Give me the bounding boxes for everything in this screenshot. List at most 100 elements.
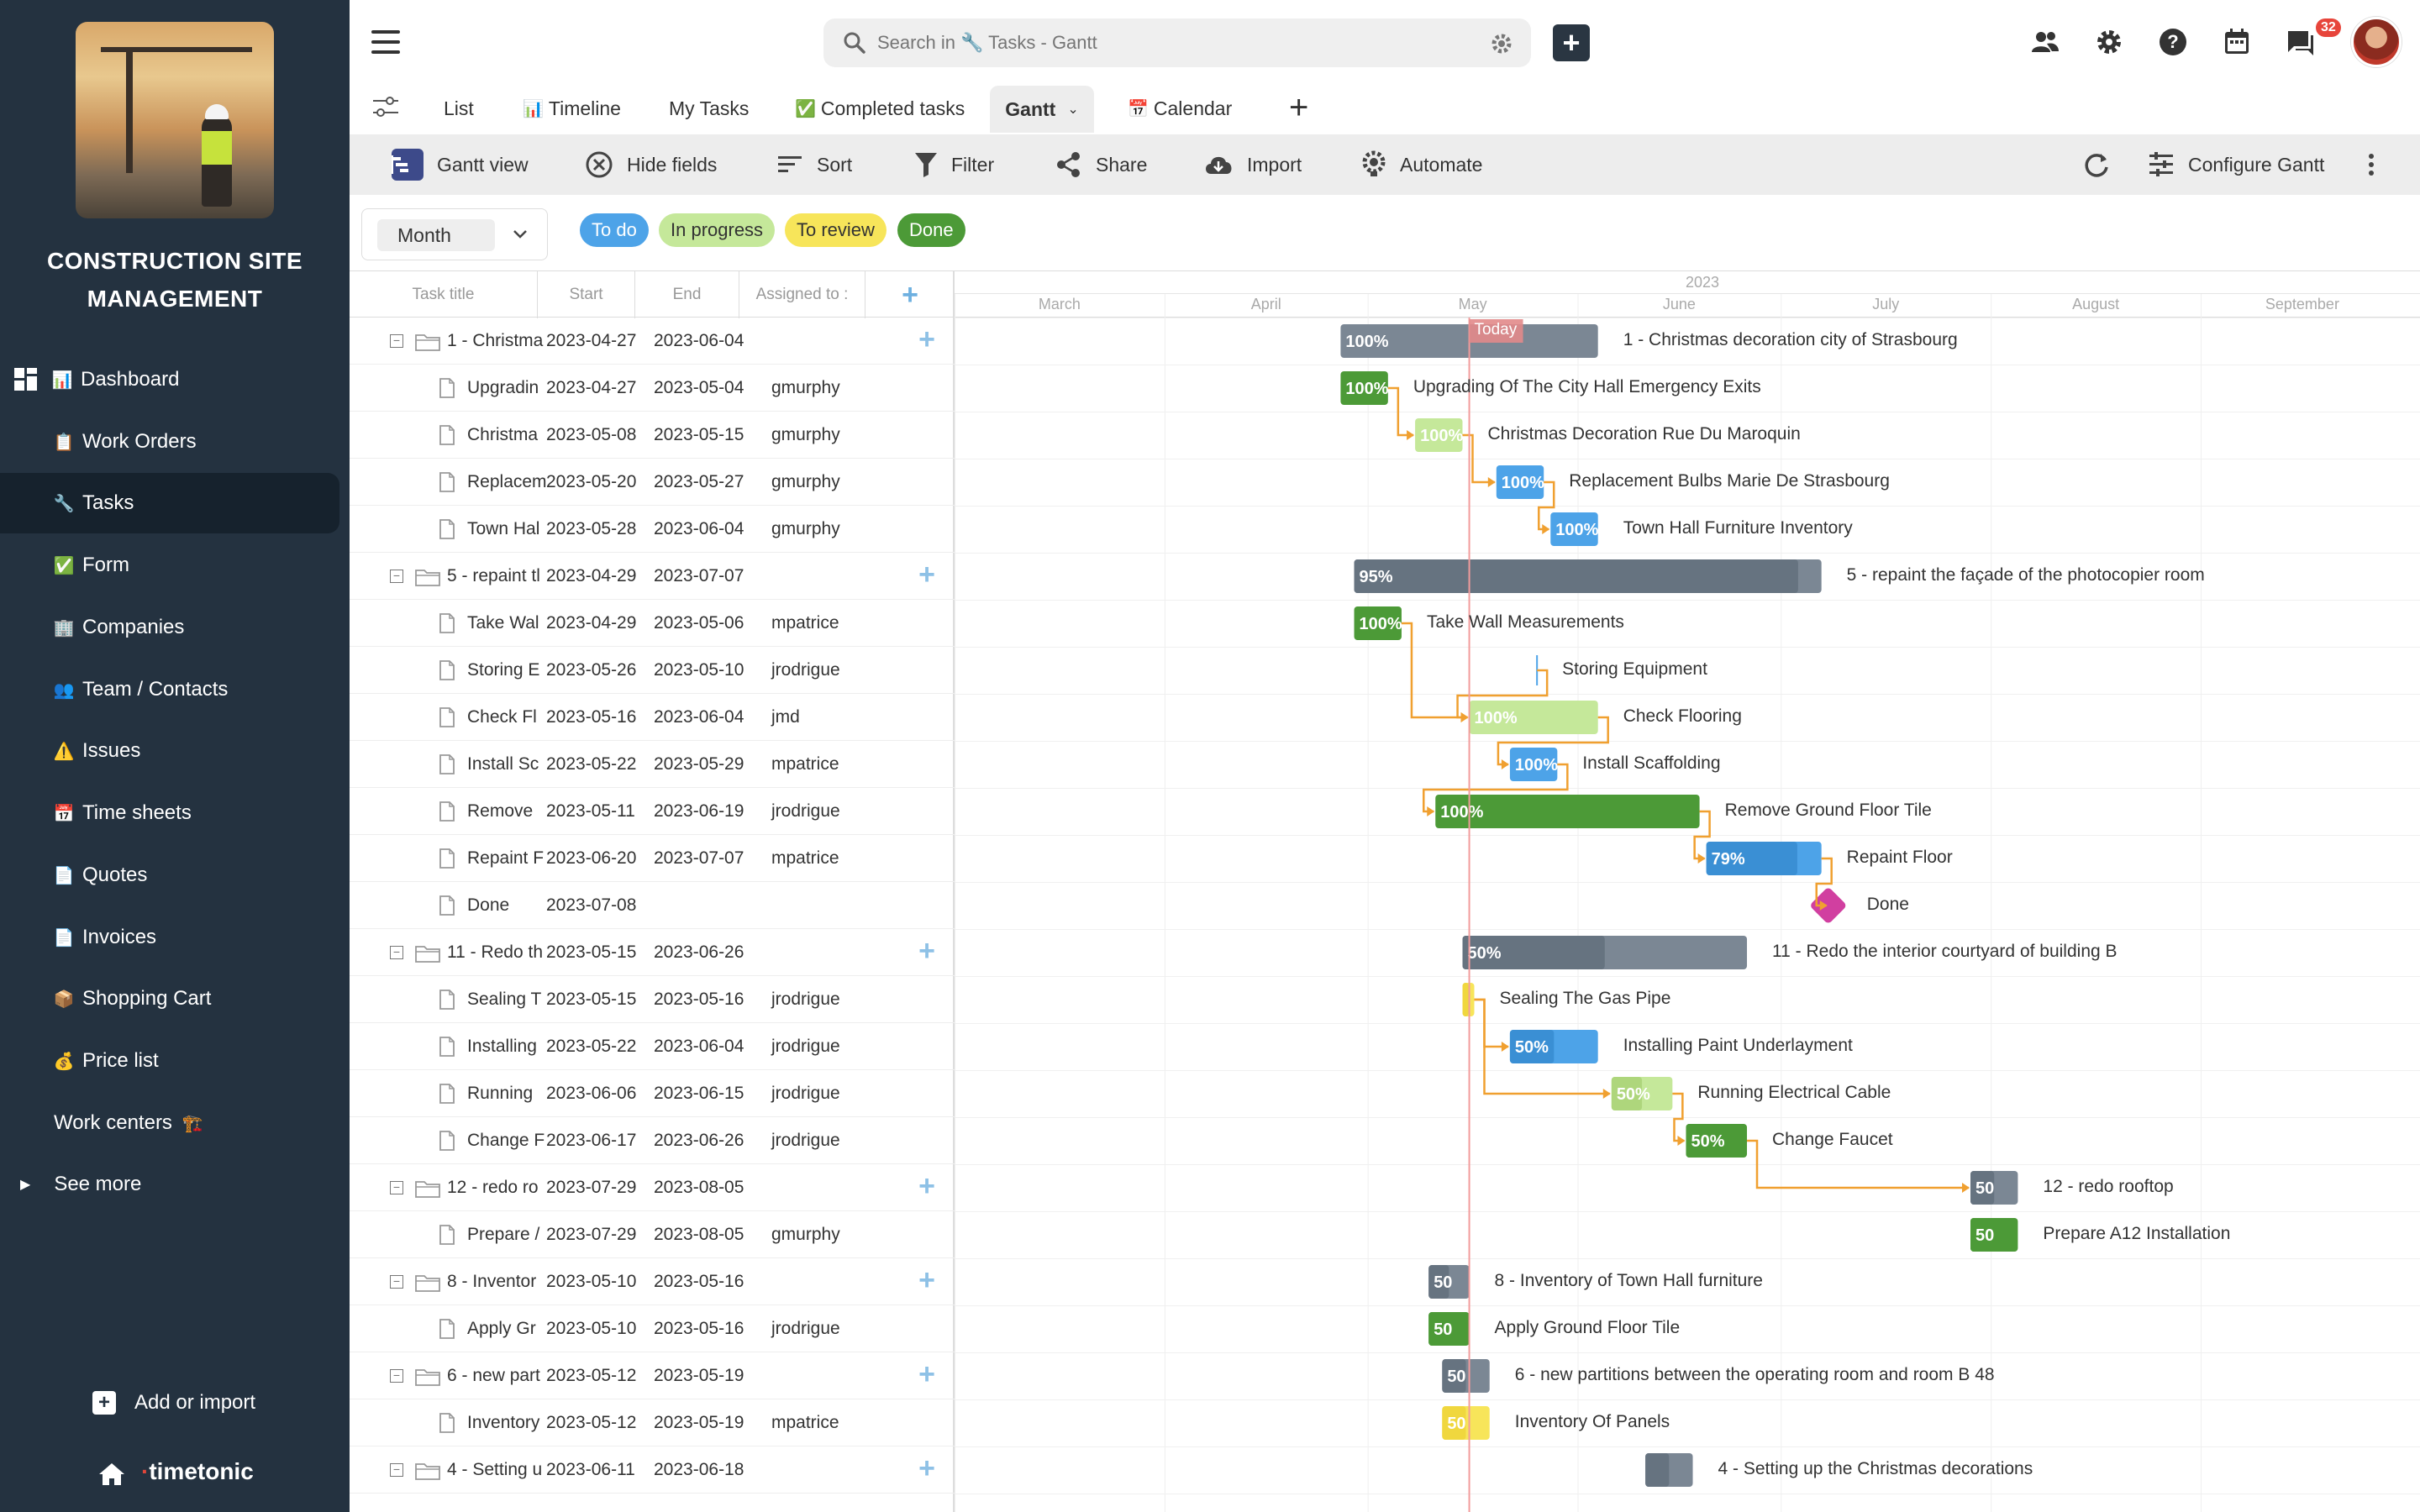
bar-name-label[interactable]: Replacement Bulbs Marie De Strasbourg — [1569, 471, 1890, 491]
gantt-view-button[interactable]: Gantt view — [392, 134, 529, 195]
more-options-icon[interactable] — [2366, 150, 2376, 180]
tab-gantt[interactable]: Gantt⌄ — [990, 86, 1094, 133]
legend-pill-in-progress[interactable]: In progress — [659, 213, 776, 247]
legend-pill-to-review[interactable]: To review — [785, 213, 886, 247]
bar-name-label[interactable]: 5 - repaint the façade of the photocopie… — [1846, 565, 2205, 585]
chevron-down-icon[interactable]: ⌄ — [1067, 102, 1079, 117]
help-icon[interactable]: ? — [2158, 27, 2188, 57]
bar-name-label[interactable]: 8 - Inventory of Town Hall furniture — [1494, 1271, 1763, 1290]
collapse-toggle-icon[interactable]: − — [390, 1181, 403, 1194]
collapse-toggle-icon[interactable]: − — [390, 570, 403, 583]
bar-name-label[interactable]: Town Hall Furniture Inventory — [1623, 518, 1853, 538]
column-header-assigned[interactable]: Assigned to : — [739, 271, 865, 318]
sidebar-item-shopping-cart[interactable]: 📦Shopping Cart — [0, 969, 339, 1029]
settings-gear-icon[interactable] — [2094, 27, 2124, 57]
sidebar-item-price-list[interactable]: 💰Price list — [0, 1031, 339, 1091]
bar-name-label[interactable]: Install Scaffolding — [1582, 753, 1721, 773]
add-column-button[interactable]: + — [902, 279, 918, 311]
column-header-start[interactable]: Start — [538, 271, 635, 318]
bar-name-label[interactable]: 4 - Setting up the Christmas decorations — [1718, 1459, 2033, 1478]
sidebar-item-work-centers[interactable]: Work centers🏗️ — [0, 1093, 339, 1153]
sidebar-item-issues[interactable]: ⚠️Issues — [0, 721, 339, 781]
bar-name-label[interactable]: Storing Equipment — [1562, 659, 1707, 679]
hide-fields-button[interactable]: Hide fields — [585, 134, 717, 195]
collapse-toggle-icon[interactable]: − — [390, 1369, 403, 1383]
view-settings-icon[interactable] — [371, 94, 400, 121]
bar-name-label[interactable]: Remove Ground Floor Tile — [1724, 801, 1932, 820]
bar-name-label[interactable]: 6 - new partitions between the operating… — [1514, 1365, 1995, 1384]
add-subtask-button[interactable]: + — [918, 1452, 935, 1484]
sidebar-item-tasks[interactable]: 🔧Tasks — [0, 473, 339, 533]
add-subtask-button[interactable]: + — [918, 1170, 935, 1202]
bar-name-label[interactable]: Apply Ground Floor Tile — [1494, 1318, 1681, 1337]
sidebar-item-invoices[interactable]: 📄Invoices — [0, 907, 339, 968]
bar-name-label[interactable]: Take Wall Measurements — [1426, 612, 1624, 632]
refresh-icon[interactable] — [2082, 150, 2111, 180]
legend-pill-done[interactable]: Done — [897, 213, 965, 247]
bar-name-label[interactable]: 12 - redo rooftop — [2043, 1177, 2174, 1196]
bar-name-label[interactable]: Change Faucet — [1772, 1130, 1893, 1149]
column-header-end[interactable]: End — [635, 271, 739, 318]
share-button[interactable]: Share — [1055, 134, 1147, 195]
home-icon[interactable] — [97, 1462, 126, 1487]
tab-my-tasks[interactable]: My Tasks — [669, 97, 750, 119]
collapse-toggle-icon[interactable]: − — [390, 334, 403, 348]
menu-icon[interactable] — [371, 30, 400, 54]
sort-button[interactable]: Sort — [776, 134, 852, 195]
sidebar-item-time-sheets[interactable]: 📅Time sheets — [0, 783, 339, 843]
sidebar-item-team-contacts[interactable]: 👥Team / Contacts — [0, 659, 339, 720]
collapse-toggle-icon[interactable]: − — [390, 1463, 403, 1477]
tab-completed-tasks[interactable]: ✅Completed tasks — [795, 97, 965, 119]
add-or-import-button[interactable]: + Add or import — [92, 1391, 255, 1415]
user-avatar[interactable] — [2351, 17, 2402, 67]
messages-icon[interactable] — [2286, 27, 2316, 57]
bar-name-label[interactable]: Upgrading Of The City Hall Emergency Exi… — [1413, 377, 1761, 396]
tab-calendar[interactable]: 📅Calendar — [1128, 97, 1233, 119]
bar-name-label[interactable]: Done — [1866, 895, 1909, 914]
bar-name-label[interactable]: Check Flooring — [1623, 706, 1742, 726]
members-icon[interactable] — [2030, 27, 2060, 57]
time-scale-select[interactable]: Month — [361, 208, 548, 260]
sidebar-item-companies[interactable]: 🏢Companies — [0, 597, 339, 658]
column-header-task-title[interactable]: Task title — [350, 271, 538, 318]
bar-name-label[interactable]: Christmas Decoration Rue Du Maroquin — [1487, 424, 1801, 444]
bar-name-label[interactable]: Sealing The Gas Pipe — [1499, 989, 1671, 1008]
tab-list[interactable]: List — [444, 97, 474, 119]
bar-name-label[interactable]: 11 - Redo the interior courtyard of buil… — [1772, 942, 2118, 961]
add-subtask-button[interactable]: + — [918, 323, 935, 355]
add-subtask-button[interactable]: + — [918, 1358, 935, 1390]
bar-name-label[interactable]: Inventory Of Panels — [1514, 1412, 1670, 1431]
import-button[interactable]: Import — [1203, 134, 1302, 195]
bar-name-label[interactable]: Installing Paint Underlayment — [1623, 1036, 1853, 1055]
add-subtask-button[interactable]: + — [918, 1264, 935, 1296]
bar-name-label[interactable]: 1 - Christmas decoration city of Strasbo… — [1623, 330, 1958, 349]
add-subtask-button[interactable]: + — [918, 559, 935, 591]
sidebar-item-dashboard[interactable]: 📊Dashboard — [0, 349, 339, 410]
automate-button[interactable]: Automate — [1361, 134, 1482, 195]
configure-gantt-button[interactable]: Configure Gantt — [2148, 134, 2324, 195]
tab-timeline[interactable]: 📊Timeline — [523, 97, 621, 119]
create-button[interactable]: + — [1553, 24, 1590, 61]
bar-name-label[interactable]: Prepare A12 Installation — [2043, 1224, 2231, 1243]
search-settings-icon[interactable] — [1489, 31, 1514, 56]
sidebar-item-form[interactable]: ✅Form — [0, 535, 339, 596]
